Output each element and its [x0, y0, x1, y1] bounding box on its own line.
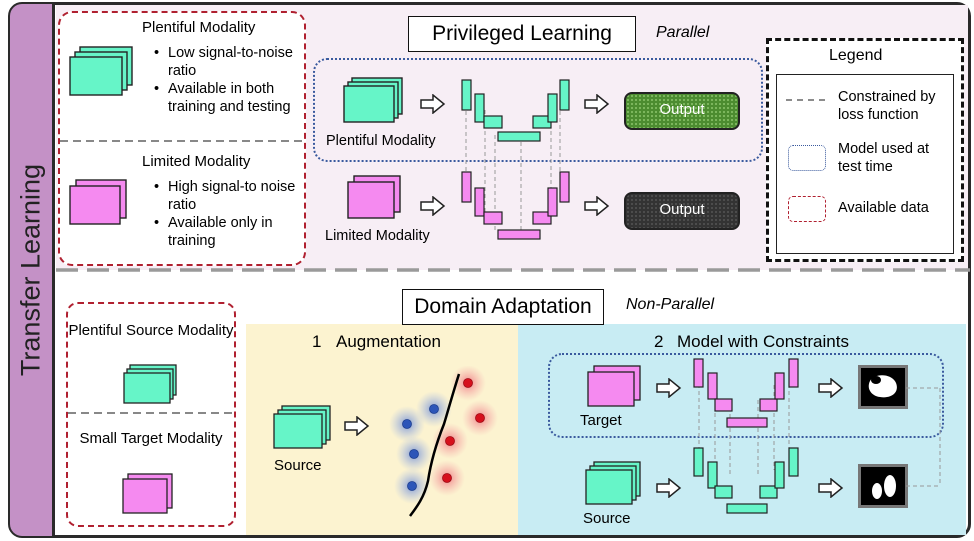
privileged-plentiful-label: Plentiful Modality [326, 133, 436, 149]
arrow-icon [584, 94, 610, 114]
source-output-mask-icon [858, 464, 908, 508]
target-output-mask-icon [858, 365, 908, 409]
blue-cluster [389, 391, 452, 504]
legend-inner [776, 74, 954, 254]
output-bottom-label: Output [659, 201, 705, 218]
constraint-unet-target [693, 358, 799, 428]
legend-title: Legend [829, 47, 883, 64]
modality-panel-divider [60, 140, 304, 142]
parallel-subtitle: Parallel [656, 24, 710, 41]
legend-available-label: Available data [838, 200, 929, 216]
small-target-text: Small Target Modality [79, 430, 223, 447]
plentiful-bullet-2: Available in both training and testing [154, 80, 318, 116]
legend-model-label: Model used at test time [838, 140, 956, 176]
constraints-title: Model with Constraints [677, 332, 849, 351]
augmentation-source-stack-icon [273, 405, 331, 449]
section-divider [56, 268, 970, 272]
privileged-unet-top [461, 79, 570, 142]
arrow-icon [656, 478, 682, 498]
constraint-source-label: Source [583, 510, 631, 527]
legend-dotted-box-icon [788, 145, 826, 171]
privileged-plentiful-stack-icon [343, 77, 403, 123]
augmentation-title: Augmentation [336, 332, 441, 351]
red-cluster [429, 366, 498, 496]
plentiful-title: Plentiful Modality [142, 19, 256, 36]
constraint-source-stack-icon [585, 461, 641, 505]
legend-dashed-line-icon [786, 99, 826, 101]
decision-boundary [409, 373, 461, 517]
augmentation-source-label: Source [274, 457, 322, 474]
limited-stack-icon [69, 179, 127, 225]
plentiful-bullet-1: Low signal-to-noise ratio [154, 44, 318, 80]
constraint-target-label: Target [580, 412, 622, 429]
legend-box [766, 38, 964, 262]
limited-bullet-2: Available only in training [154, 214, 318, 250]
plentiful-bullets: Low signal-to-noise ratio Available in b… [150, 44, 318, 116]
plentiful-stack-icon [69, 46, 133, 96]
privileged-limited-stack-icon [347, 175, 401, 219]
augmentation-number: 1 [312, 332, 322, 351]
privileged-unet-bottom [461, 171, 570, 240]
test-model-box [313, 58, 763, 162]
non-parallel-subtitle: Non-Parallel [626, 296, 715, 313]
augmentation-scatter [389, 366, 498, 517]
arrow-icon [420, 94, 446, 114]
arrow-icon [818, 378, 844, 398]
limited-bullets: High signal-to noise ratio Available onl… [150, 178, 318, 250]
arrow-icon [420, 196, 446, 216]
privileged-learning-title: Privileged Learning [408, 16, 636, 52]
plentiful-source-text: Plentiful Source Modality [68, 322, 234, 339]
side-bar-divider [52, 4, 55, 536]
small-target-label: Small Target Modality [68, 428, 234, 449]
constraints-number: 2 [654, 332, 664, 351]
domain-panel-divider [68, 412, 234, 414]
side-bar [10, 4, 52, 536]
domain-adaptation-title: Domain Adaptation [402, 289, 604, 325]
constraint-target-stack-icon [587, 365, 641, 407]
output-top-label: Output [659, 101, 705, 118]
domain-target-stack-icon [122, 473, 173, 514]
legend-constrained-text: Constrained by loss function [838, 89, 936, 123]
arrow-icon [818, 478, 844, 498]
domain-source-stack-icon [123, 364, 177, 404]
limited-bullet-1: High signal-to noise ratio [154, 178, 318, 214]
constraint-unet-source [693, 447, 799, 514]
arrow-icon [344, 416, 370, 436]
limited-title: Limited Modality [142, 153, 251, 170]
arrow-icon [584, 196, 610, 216]
side-title: Transfer Learning [15, 163, 46, 377]
output-bottom-box [624, 192, 740, 230]
legend-red-box-icon [788, 196, 826, 222]
output-top-box [624, 92, 740, 130]
privileged-limited-label: Limited Modality [325, 228, 430, 244]
plentiful-source-label: Plentiful Source Modality [68, 320, 234, 341]
legend-model-text: Model used at test time [838, 141, 930, 175]
output-link-lines [906, 387, 941, 487]
legend-constrained-label: Constrained by loss function [838, 88, 956, 124]
arrow-icon [656, 378, 682, 398]
constraint-test-model-box [548, 353, 944, 438]
